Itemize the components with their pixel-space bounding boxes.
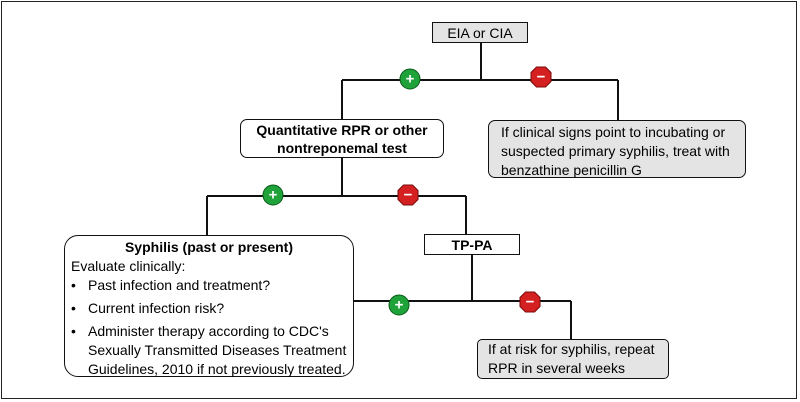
node-incubating-line1: If clinical signs point to incubating or [501, 124, 726, 140]
node-rpr-line1: Quantitative RPR or other [256, 121, 428, 138]
bullet-text: Sexually Transmitted Diseases Treatment [88, 342, 347, 358]
positive-badge-icon: + [399, 68, 421, 90]
bullet-text: Administer therapy according to CDC's [88, 323, 329, 339]
positive-badge-icon: + [388, 294, 410, 316]
bullet-icon: • [71, 300, 76, 316]
syphilis-title: Syphilis (past or present) [124, 239, 294, 255]
negative-badge-icon: − [397, 184, 419, 206]
minus-sign: − [526, 294, 535, 311]
list-item: • Current infection risk? [71, 299, 347, 318]
node-incubating-syphilis: If clinical signs point to incubating or… [488, 120, 746, 178]
node-tppa-label: TP-PA [451, 236, 493, 253]
node-rpr-line2: nontreponemal test [277, 139, 407, 156]
node-incubating-line2: suspected primary syphilis, treat with [501, 143, 730, 159]
syphilis-intro: Evaluate clinically: [71, 258, 186, 274]
node-eia-cia-label: EIA or CIA [447, 24, 513, 41]
bullet-text: Guidelines, 2010 if not previously treat… [88, 361, 346, 377]
node-quantitative-rpr: Quantitative RPR or other nontreponemal … [240, 119, 444, 158]
node-tp-pa: TP-PA [424, 234, 520, 255]
plus-sign: + [269, 187, 278, 204]
node-repeat-line1: If at risk for syphilis, repeat [488, 341, 655, 357]
bullet-text: Past infection and treatment? [88, 277, 271, 293]
minus-sign: − [537, 69, 546, 86]
list-item: • Administer therapy according to CDC's … [71, 322, 347, 379]
bullet-text: Current infection risk? [88, 300, 225, 316]
list-item: • Past infection and treatment? [71, 276, 347, 295]
positive-badge-icon: + [262, 184, 284, 206]
bullet-icon: • [71, 277, 76, 293]
node-incubating-line3: benzathine penicillin G [501, 162, 642, 178]
node-eia-cia: EIA or CIA [432, 22, 528, 43]
plus-sign: + [406, 71, 415, 88]
syphilis-bullet-list: • Past infection and treatment? • Curren… [71, 276, 347, 379]
plus-sign: + [395, 297, 404, 314]
minus-sign: − [404, 187, 413, 204]
negative-badge-icon: − [530, 66, 552, 88]
node-syphilis-past-present: Syphilis (past or present) Evaluate clin… [64, 235, 354, 377]
negative-badge-icon: − [519, 291, 541, 313]
bullet-icon: • [71, 323, 76, 339]
node-repeat-line2: RPR in several weeks [488, 360, 625, 376]
node-repeat-rpr: If at risk for syphilis, repeat RPR in s… [477, 339, 669, 379]
